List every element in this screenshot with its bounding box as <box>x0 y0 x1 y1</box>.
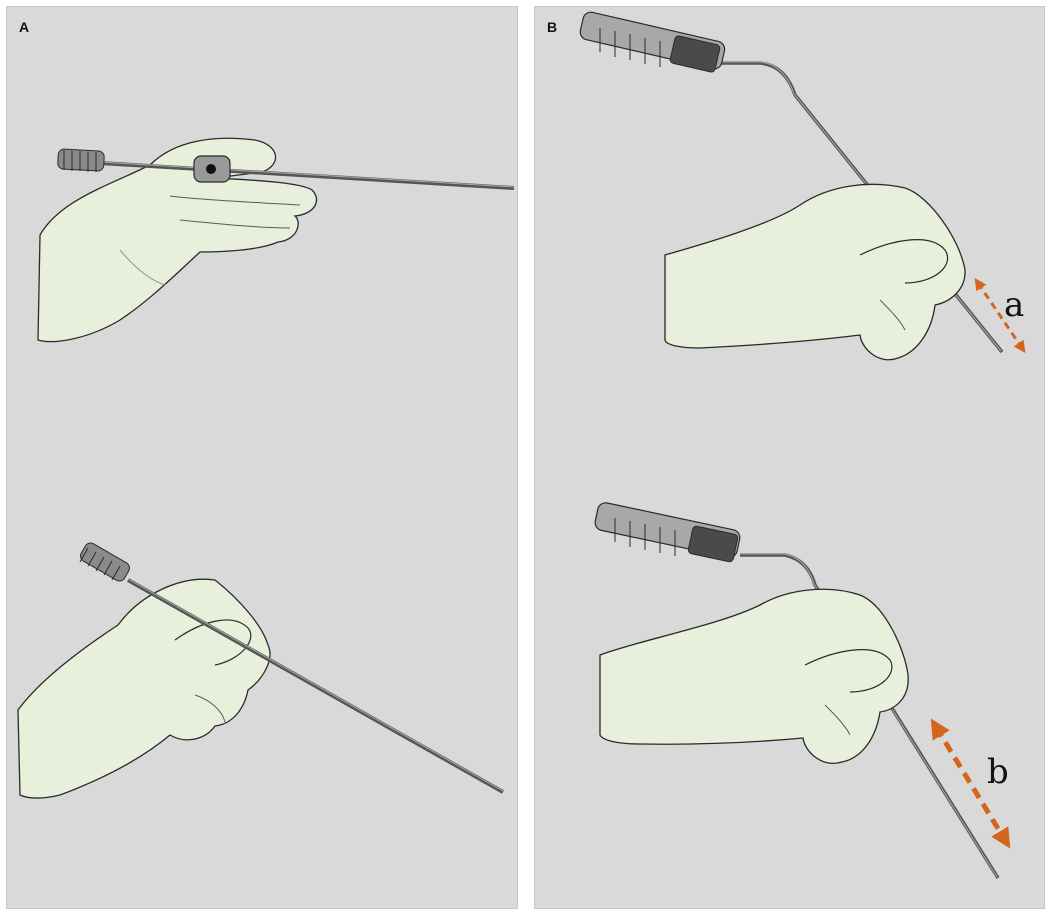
suction-tube-bottom-right <box>594 502 1000 879</box>
hand-bottom-right <box>599 588 909 764</box>
hand-top-right <box>664 183 966 361</box>
insertion-arrow-b <box>930 718 1011 849</box>
label-a: a <box>1004 285 1025 325</box>
suction-tube-top-left <box>57 148 515 190</box>
panel-label-a: A <box>19 19 30 35</box>
hand-top-left <box>37 137 318 343</box>
suction-tube-top-right <box>579 11 1004 354</box>
insertion-arrow-a <box>974 278 1026 353</box>
hand-bottom-left <box>17 578 271 799</box>
suction-tube-bottom-left <box>79 542 504 794</box>
panel-label-b: B <box>547 19 558 35</box>
label-b: b <box>987 752 1009 792</box>
